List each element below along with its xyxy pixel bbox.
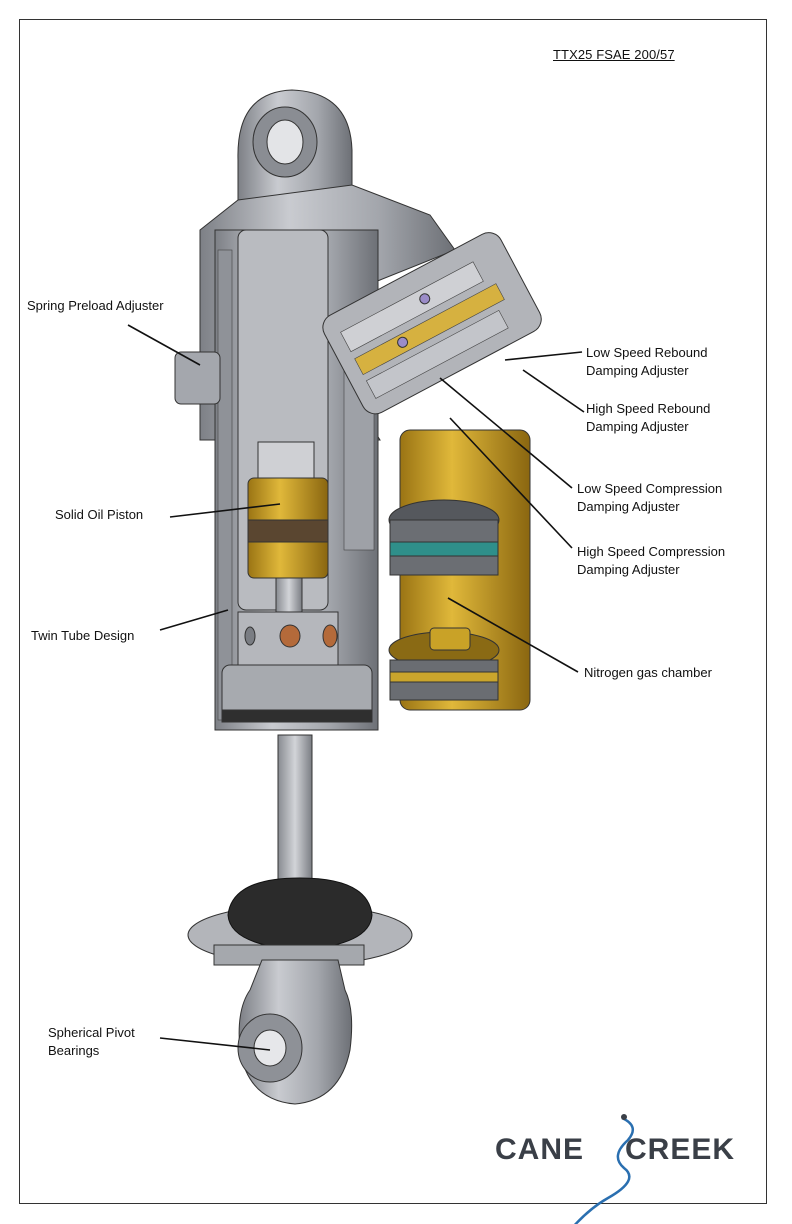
label-text: Solid Oil Piston (55, 507, 144, 522)
preload-collar (174, 351, 221, 405)
label-spherical-bearings: Spherical Pivot Bearings (48, 1024, 135, 1060)
label-text-line1: High Speed Rebound (586, 401, 711, 416)
leader-ls-rebound (504, 351, 583, 361)
label-text-line2: Damping Adjuster (577, 499, 680, 514)
top-eyelet (237, 89, 353, 211)
label-text: Nitrogen gas chamber (584, 665, 712, 680)
label-text: Twin Tube Design (31, 628, 135, 643)
piston-rod (277, 734, 313, 896)
model-title: TTX25 FSAE 200/57 (553, 47, 675, 62)
seal-head (221, 664, 373, 723)
label-solid-piston: Solid Oil Piston (55, 506, 143, 524)
label-text-line1: Spherical Pivot (48, 1025, 135, 1040)
label-hs-compression: High Speed Compression Damping Adjuster (577, 543, 725, 579)
logo-word-cane: CANE (495, 1133, 585, 1166)
label-text-line1: High Speed Compression (577, 544, 726, 559)
label-ls-rebound: Low Speed Rebound Damping Adjuster (586, 344, 707, 380)
label-text-line2: Bearings (48, 1043, 100, 1058)
label-text-line1: Low Speed Compression (577, 481, 723, 496)
lower-eyelet (237, 959, 353, 1105)
leader-solid-piston (169, 503, 281, 518)
leader-spring-preload (127, 324, 201, 366)
label-twin-tube: Twin Tube Design (31, 627, 134, 645)
leader-ls-compression (439, 377, 573, 489)
reservoir (388, 429, 531, 711)
leader-nitrogen (447, 597, 579, 673)
leader-hs-rebound (522, 369, 585, 413)
leader-lines (127, 324, 585, 1051)
label-spring-preload: Spring Preload Adjuster (27, 297, 164, 315)
label-text-line2: Damping Adjuster (586, 363, 689, 378)
leader-twin-tube (159, 609, 229, 631)
bump-stop (187, 877, 413, 966)
leader-hs-compression (449, 417, 573, 549)
cane-creek-logo-mark (574, 1114, 635, 1224)
adjuster-housing (322, 232, 542, 415)
valve-cage (237, 611, 339, 668)
label-hs-rebound: High Speed Rebound Damping Adjuster (586, 400, 710, 436)
label-text-line2: Damping Adjuster (577, 562, 680, 577)
label-nitrogen: Nitrogen gas chamber (584, 664, 712, 682)
logo-word-creek: CREEK (625, 1133, 736, 1166)
leader-spherical-bearings (159, 1037, 271, 1051)
label-text: Spring Preload Adjuster (27, 298, 164, 313)
label-ls-compression: Low Speed Compression Damping Adjuster (577, 480, 722, 516)
label-text-line1: Low Speed Rebound (586, 345, 708, 360)
page-frame (19, 19, 767, 1204)
label-text-line2: Damping Adjuster (586, 419, 689, 434)
